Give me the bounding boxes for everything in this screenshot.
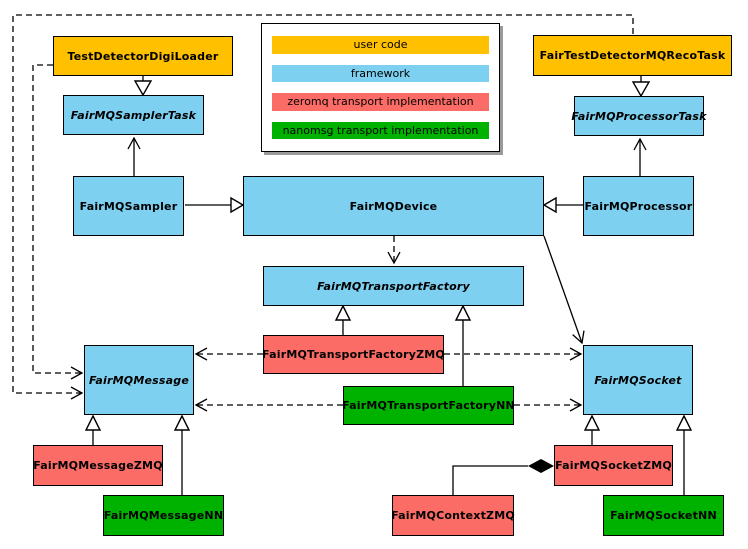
class-box-fairmqmessagenn: FairMQMessageNN xyxy=(103,495,224,536)
class-box-fairmqcontextzmq: FairMQContextZMQ xyxy=(391,495,515,536)
legend-item-nanomsg: nanomsg transport implementation xyxy=(272,121,489,139)
class-box-fairmqdevice: FairMQDevice xyxy=(243,176,544,236)
class-box-fairmqsocketzmq: FairMQSocketZMQ xyxy=(554,445,673,486)
hollow-triangle-icon xyxy=(675,414,693,431)
class-box-fairmqtransportfactoryzmq: FairMQTransportFactoryZMQ xyxy=(262,335,445,374)
edge-inheritance-socketzmq-socket xyxy=(583,414,601,445)
edge-inheritance-digiloader-samplertask xyxy=(133,76,153,97)
edge-association-device-socket xyxy=(543,235,585,345)
hollow-triangle-icon xyxy=(334,304,352,321)
hollow-triangle-icon xyxy=(542,196,557,214)
class-box-fairmqtransportfactory: FairMQTransportFactory xyxy=(263,266,524,306)
legend-item-user-code: user code xyxy=(272,36,489,54)
class-box-fairmqsocket: FairMQSocket xyxy=(583,345,693,415)
class-box-fairmqtransportfactorynn: FairMQTransportFactoryNN xyxy=(342,386,515,425)
edge-inheritance-factoryzmq-factory xyxy=(334,304,352,335)
class-box-fairmqsampler: FairMQSampler xyxy=(73,176,184,236)
edge-inheritance-processor-device xyxy=(542,196,583,214)
legend-item-zeromq: zeromq transport implementation xyxy=(272,93,489,111)
edge-inheritance-messagenn-message xyxy=(173,414,191,495)
class-box-fairmqprocessortask: FairMQProcessorTask xyxy=(571,96,706,136)
class-box-fairmqmessage: FairMQMessage xyxy=(84,345,194,415)
hollow-triangle-icon xyxy=(454,304,472,321)
edge-inheritance-sampler-device xyxy=(185,196,245,214)
class-box-fairmqmessagezmq: FairMQMessageZMQ xyxy=(33,445,163,486)
legend: user code framework zeromq transport imp… xyxy=(261,23,500,152)
edge-inheritance-messagezmq-message xyxy=(84,414,102,445)
hollow-triangle-icon xyxy=(230,196,245,214)
edge-inheritance-factorynn-factory xyxy=(454,304,472,386)
hollow-triangle-icon xyxy=(583,414,601,431)
class-box-fairmqsamplertask: FairMQSamplerTask xyxy=(63,95,204,135)
hollow-triangle-icon xyxy=(84,414,102,431)
class-box-fairmqsocketnn: FairMQSocketNN xyxy=(603,495,724,536)
legend-item-framework: framework xyxy=(272,64,489,82)
edge-composition-socketzmq-contextzmq xyxy=(452,459,554,495)
edge-inheritance-socketnn-socket xyxy=(675,414,693,495)
class-box-fairmqprocessor: FairMQProcessor xyxy=(583,176,694,236)
hollow-triangle-icon xyxy=(173,414,191,431)
hollow-triangle-icon xyxy=(133,80,153,97)
hollow-triangle-icon xyxy=(631,81,651,98)
class-box-testdetectordigiloader: TestDetectorDigiLoader xyxy=(53,36,233,76)
composition-diamond-icon xyxy=(528,459,554,473)
class-box-fairtestdetectormqrecotask: FairTestDetectorMQRecoTask xyxy=(533,35,732,76)
edge-inheritance-recotask-processortask xyxy=(631,76,651,98)
